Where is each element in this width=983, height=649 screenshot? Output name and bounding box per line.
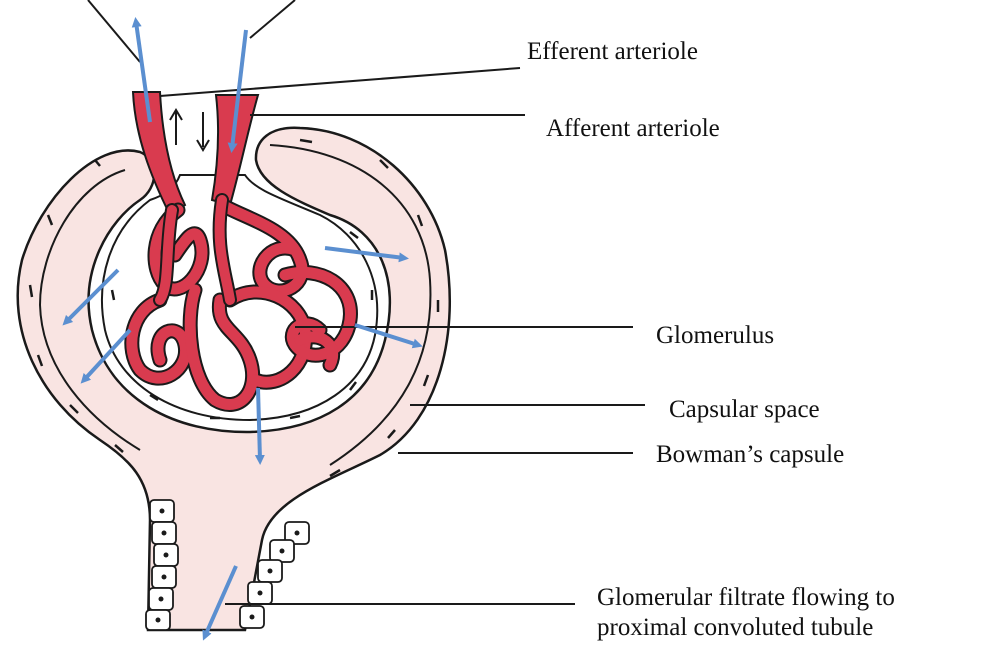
- bowmans-capsule-label: Bowman’s capsule: [656, 440, 844, 470]
- vessel-line-right: [250, 0, 295, 38]
- capsular-space-label: Capsular space: [669, 395, 820, 425]
- filtrate-label-line1: Glomerular filtrate flowing to: [597, 583, 895, 613]
- efferent-arteriole-label: Efferent arteriole: [527, 37, 698, 67]
- glomerulus-label: Glomerulus: [656, 321, 774, 351]
- afferent-arteriole-label: Afferent arteriole: [546, 114, 720, 144]
- vessel-line-left: [88, 0, 140, 62]
- blood-flow-arrows: [170, 110, 209, 150]
- filtrate-label-line2: proximal convoluted tubule: [597, 613, 895, 643]
- glomerular-filtrate-label: Glomerular filtrate flowing to proximal …: [597, 583, 895, 643]
